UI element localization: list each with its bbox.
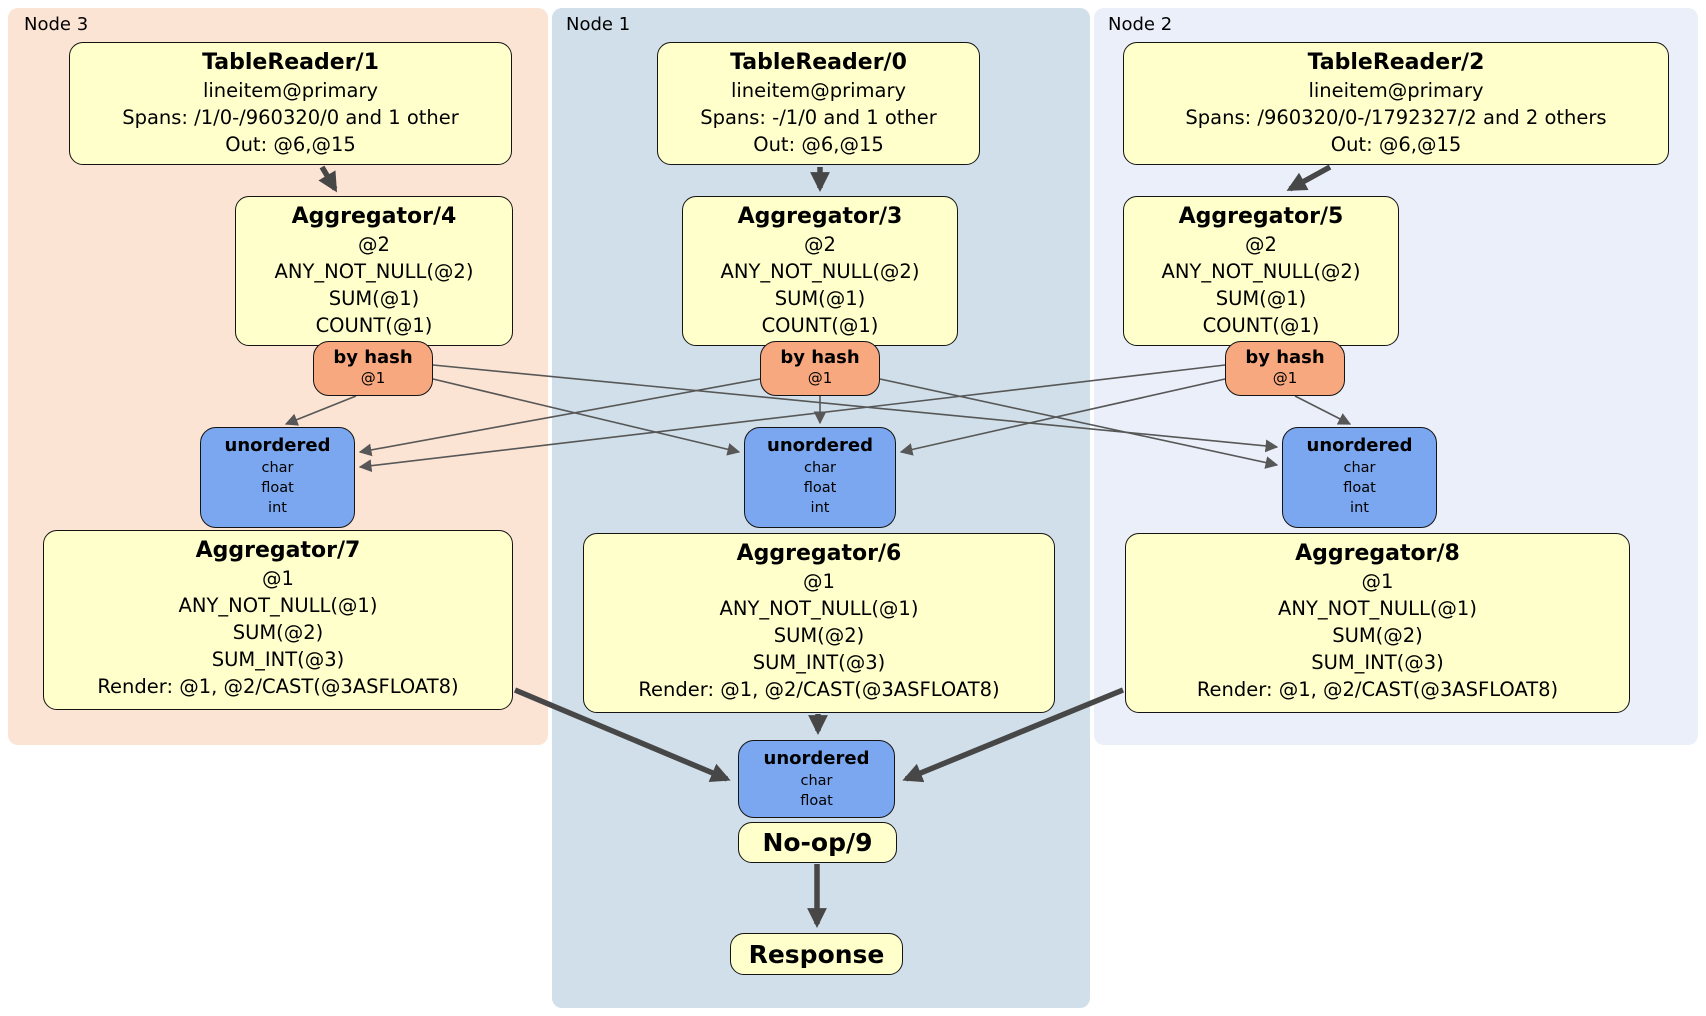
tablereader-2-box: TableReader/2 lineitem@primary Spans: /9… xyxy=(1123,42,1669,165)
box-title: TableReader/1 xyxy=(202,50,379,75)
aggregator-7-box: Aggregator/7 @1 ANY_NOT_NULL(@1) SUM(@2)… xyxy=(43,530,513,710)
sync-title: unordered xyxy=(1306,435,1413,456)
hash-router-node1: by hash @1 xyxy=(760,341,880,396)
aggregator-8-box: Aggregator/8 @1 ANY_NOT_NULL(@1) SUM(@2)… xyxy=(1125,533,1630,713)
box-title: TableReader/2 xyxy=(1307,50,1485,75)
sync-title: unordered xyxy=(763,748,870,769)
aggregator-6-box: Aggregator/6 @1 ANY_NOT_NULL(@1) SUM(@2)… xyxy=(583,533,1055,713)
response-box: Response xyxy=(730,933,903,975)
box-title: Response xyxy=(748,939,885,969)
sync-title: unordered xyxy=(767,435,873,456)
node3-label: Node 3 xyxy=(24,14,89,35)
unordered-sync-node3: unordered char float int xyxy=(200,427,355,528)
box-title: TableReader/0 xyxy=(730,50,907,75)
tablereader-0-box: TableReader/0 lineitem@primary Spans: -/… xyxy=(657,42,980,165)
box-title: Aggregator/5 xyxy=(1178,204,1344,229)
unordered-sync-node1: unordered char float int xyxy=(744,427,896,528)
box-title: Aggregator/4 xyxy=(291,204,457,229)
sync-title: unordered xyxy=(224,435,331,456)
router-title: by hash xyxy=(1245,347,1325,368)
aggregator-4-box: Aggregator/4 @2 ANY_NOT_NULL(@2) SUM(@1)… xyxy=(235,196,513,346)
hash-router-node2: by hash @1 xyxy=(1225,341,1345,396)
router-title: by hash xyxy=(333,347,413,368)
flow-arrows xyxy=(318,164,1332,928)
node1-label: Node 1 xyxy=(566,14,631,35)
unordered-sync-node2: unordered char float int xyxy=(1282,427,1437,528)
hash-route-edges xyxy=(284,364,1352,473)
box-title: Aggregator/3 xyxy=(737,204,903,229)
unordered-sync-final: unordered char float xyxy=(738,740,895,818)
noop-9-box: No-op/9 xyxy=(738,822,897,863)
router-title: by hash xyxy=(780,347,860,368)
aggregator-3-box: Aggregator/3 @2 ANY_NOT_NULL(@2) SUM(@1)… xyxy=(682,196,958,346)
hash-router-node3: by hash @1 xyxy=(313,341,433,396)
box-title: Aggregator/8 xyxy=(1295,541,1460,566)
node2-label: Node 2 xyxy=(1108,14,1173,35)
aggregator-5-box: Aggregator/5 @2 ANY_NOT_NULL(@2) SUM(@1)… xyxy=(1123,196,1399,346)
tablereader-1-box: TableReader/1 lineitem@primary Spans: /1… xyxy=(69,42,512,165)
box-title: Aggregator/6 xyxy=(736,541,902,566)
box-title: No-op/9 xyxy=(762,828,873,857)
box-title: Aggregator/7 xyxy=(195,538,361,563)
